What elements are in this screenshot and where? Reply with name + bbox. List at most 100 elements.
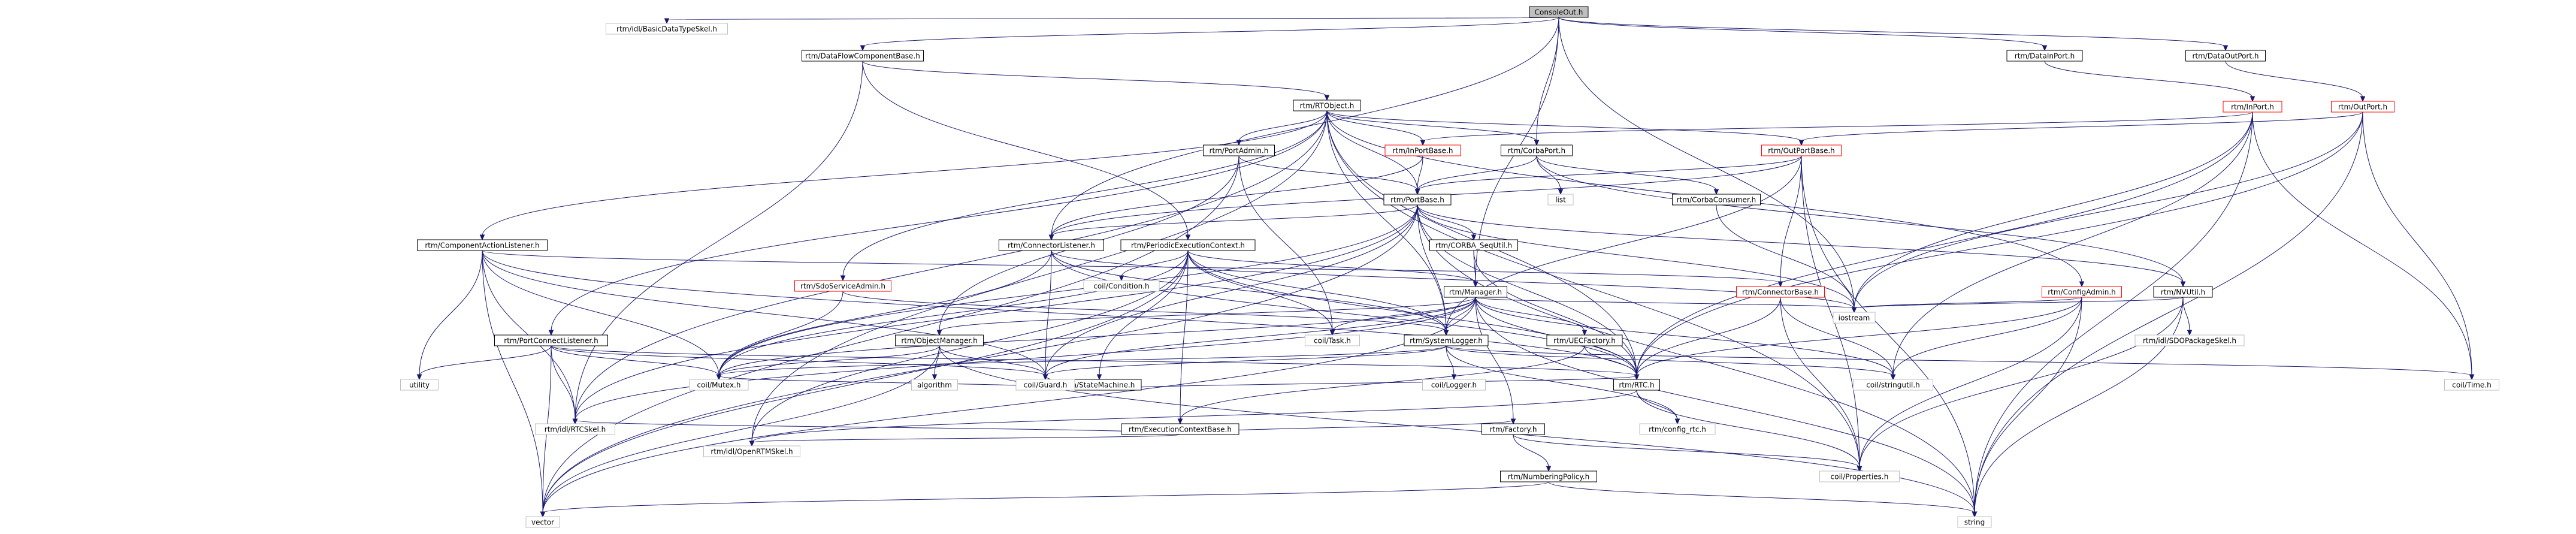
edge-rtm-uecfactory-h-to-rtm-rtc-h xyxy=(1584,345,1640,381)
node-label: coil/Task.h xyxy=(1314,337,1351,345)
edge-rtm-rtobject-h-to-rtm-idl-openrtmskel-h xyxy=(749,110,1328,447)
node-algorithm: algorithm xyxy=(911,379,958,391)
node-rtm-periodicexecutioncontext-h[interactable]: rtm/PeriodicExecutionContext.h xyxy=(1120,239,1256,251)
node-label: rtm/DataInPort.h xyxy=(2015,52,2075,61)
edge-rtm-rtobject-h-to-rtm-outportbase-h xyxy=(1326,110,1804,146)
node-rtm-config-rtc-h: rtm/config_rtc.h xyxy=(1639,423,1716,435)
node-rtm-portadmin-h[interactable]: rtm/PortAdmin.h xyxy=(1203,144,1275,156)
edge-rtm-portadmin-h-to-rtm-portbase-h xyxy=(1238,155,1420,195)
edge-rtm-manager-h-to-coil-stringutil-h xyxy=(1475,297,1896,381)
node-rtm-portbase-h[interactable]: rtm/PortBase.h xyxy=(1383,194,1452,206)
edge-rtm-rtc-h-to-rtm-idl-openrtmskel-h xyxy=(749,390,1637,447)
edge-rtm-portbase-h-to-rtm-nvutil-h xyxy=(1417,204,2186,288)
edge-rtm-portconnectlistener-h-to-coil-mutex-h xyxy=(551,345,722,381)
node-rtm-dataoutport-h[interactable]: rtm/DataOutPort.h xyxy=(2185,50,2266,62)
edge-rtm-componentactionlistener-h-to-utility xyxy=(416,250,483,381)
node-coil-task-h: coil/Task.h xyxy=(1305,334,1360,346)
edge-rtm-inport-h-to-rtm-inportbase-h xyxy=(1420,111,2253,146)
node-rtm-configadmin-h[interactable]: rtm/ConfigAdmin.h xyxy=(2042,286,2122,298)
edge-rtm-corba-sequtil-h-to-rtm-rtc-h xyxy=(1473,250,1640,381)
edge-rtm-nvutil-h-to-rtm-idl-sdopackageskel-h xyxy=(2182,297,2193,336)
node-rtm-idl-rtcskel-h: rtm/idl/RTCSkel.h xyxy=(535,423,615,435)
node-label: coil/Properties.h xyxy=(1831,473,1889,481)
node-rtm-systemlogger-h[interactable]: rtm/SystemLogger.h xyxy=(1404,334,1489,346)
edge-rtm-rtc-h-to-rtm-config-rtc-h xyxy=(1636,390,1680,425)
node-rtm-connectorbase-h[interactable]: rtm/ConnectorBase.h xyxy=(1736,286,1825,298)
node-rtm-corba-sequtil-h[interactable]: rtm/CORBA_SeqUtil.h xyxy=(1429,239,1518,251)
edge-rtm-objectmanager-h-to-string xyxy=(939,345,1978,518)
edge-layer xyxy=(416,17,2475,518)
node-rtm-outportbase-h[interactable]: rtm/OutPortBase.h xyxy=(1761,144,1842,156)
node-label: coil/Mutex.h xyxy=(697,381,740,390)
node-rtm-numberingpolicy-h[interactable]: rtm/NumberingPolicy.h xyxy=(1500,470,1597,482)
node-rtm-rtc-h[interactable]: rtm/RTC.h xyxy=(1613,379,1660,391)
edge-rtm-numberingpolicy-h-to-vector xyxy=(540,481,1549,518)
node-label: rtm/PortAdmin.h xyxy=(1210,147,1269,155)
node-rtm-corbaport-h[interactable]: rtm/CorbaPort.h xyxy=(1501,144,1573,156)
node-label: rtm/idl/RTCSkel.h xyxy=(545,426,606,434)
node-rtm-executioncontextbase-h[interactable]: rtm/ExecutionContextBase.h xyxy=(1121,423,1239,435)
node-label: rtm/OutPortBase.h xyxy=(1768,147,1835,155)
node-label: rtm/Manager.h xyxy=(1449,288,1502,297)
node-rtm-portconnectlistener-h[interactable]: rtm/PortConnectListener.h xyxy=(494,334,608,346)
edge-rtm-executioncontextbase-h-to-rtm-idl-openrtmskel-h xyxy=(749,434,1181,447)
edge-rtm-outport-h-to-rtm-rtc-h xyxy=(1634,111,2363,381)
edge-rtm-rtobject-h-to-rtm-corbaport-h xyxy=(1326,110,1540,146)
edge-rtm-outportbase-h-to-rtm-connectorbase-h xyxy=(1777,155,1802,288)
node-label: rtm/SdoServiceAdmin.h xyxy=(800,282,885,291)
edge-rtm-outport-h-to-iostream xyxy=(1851,111,2363,313)
edge-rtm-configadmin-h-to-coil-stringutil-h xyxy=(1890,297,2082,381)
node-rtm-inport-h[interactable]: rtm/InPort.h xyxy=(2223,101,2282,113)
node-label: rtm/Factory.h xyxy=(1490,426,1537,434)
node-rtm-nvutil-h[interactable]: rtm/NVUtil.h xyxy=(2153,286,2213,298)
edge-rtm-portbase-h-to-rtm-connectorlistener-h xyxy=(1048,204,1418,241)
edge-rtm-systemlogger-h-to-coil-guard-h xyxy=(1042,345,1447,381)
node-rtm-rtobject-h[interactable]: rtm/RTObject.h xyxy=(1293,99,1361,111)
node-rtm-componentactionlistener-h[interactable]: rtm/ComponentActionListener.h xyxy=(417,239,548,251)
node-rtm-statemachine-h[interactable]: rtm/StateMachine.h xyxy=(1057,379,1142,391)
node-coil-properties-h: coil/Properties.h xyxy=(1819,470,1900,482)
node-label: rtm/CorbaPort.h xyxy=(1508,147,1565,155)
node-rtm-idl-basicdatatypeskel-h: rtm/idl/BasicDataTypeSkel.h xyxy=(606,23,728,35)
edge-rtm-manager-h-to-rtm-systemlogger-h xyxy=(1443,297,1476,336)
node-rtm-dataflowcomponentbase-h[interactable]: rtm/DataFlowComponentBase.h xyxy=(802,50,924,62)
node-rtm-datainport-h[interactable]: rtm/DataInPort.h xyxy=(2006,50,2083,62)
node-coil-time-h: coil/Time.h xyxy=(2444,379,2499,391)
edge-rtm-portconnectlistener-h-to-utility xyxy=(416,345,552,381)
edge-rtm-rtobject-h-to-rtm-sdoserviceadmin-h xyxy=(840,110,1328,282)
node-label: rtm/RTObject.h xyxy=(1300,102,1354,110)
edge-rtm-manager-h-to-vector xyxy=(540,297,1476,518)
edge-rtm-outportbase-h-to-string xyxy=(1801,155,1978,518)
node-iostream: iostream xyxy=(1833,312,1876,324)
node-label: coil/stringutil.h xyxy=(1866,381,1920,390)
edge-rtm-executioncontextbase-h-to-rtm-idl-rtcskel-h xyxy=(572,418,1181,435)
node-label: rtm/ConnectorBase.h xyxy=(1742,288,1819,297)
node-label: utility xyxy=(409,381,430,390)
node-label: rtm/ConfigAdmin.h xyxy=(2048,288,2116,297)
edge-rtm-rtobject-h-to-rtm-idl-rtcskel-h xyxy=(572,110,1328,425)
node-rtm-sdoserviceadmin-h[interactable]: rtm/SdoServiceAdmin.h xyxy=(794,280,891,292)
node-label: rtm/PortConnectListener.h xyxy=(504,337,598,345)
node-rtm-outport-h[interactable]: rtm/OutPort.h xyxy=(2331,101,2394,113)
node-label: rtm/InPort.h xyxy=(2231,103,2274,111)
edge-rtm-outportbase-h-to-rtm-portbase-h xyxy=(1414,155,1802,195)
node-rtm-connectorlistener-h[interactable]: rtm/ConnectorListener.h xyxy=(999,239,1104,251)
node-rtm-manager-h[interactable]: rtm/Manager.h xyxy=(1444,286,1507,298)
node-label: rtm/idl/OpenRTMSkel.h xyxy=(710,448,793,456)
node-rtm-uecfactory-h[interactable]: rtm/UECFactory.h xyxy=(1546,334,1623,346)
edge-rtm-portbase-h-to-rtm-corba-sequtil-h xyxy=(1417,204,1477,241)
node-rtm-idl-openrtmskel-h: rtm/idl/OpenRTMSkel.h xyxy=(703,445,800,457)
node-rtm-objectmanager-h[interactable]: rtm/ObjectManager.h xyxy=(895,334,984,346)
edge-rtm-periodicexecutioncontext-h-to-rtm-manager-h xyxy=(1187,250,1479,288)
node-label: rtm/CorbaConsumer.h xyxy=(1677,196,1756,204)
node-rtm-inportbase-h[interactable]: rtm/InPortBase.h xyxy=(1384,144,1461,156)
node-label: rtm/ComponentActionListener.h xyxy=(425,242,539,250)
edge-rtm-dataflowcomponentbase-h-to-rtm-rtobject-h xyxy=(862,61,1330,101)
node-rtm-factory-h[interactable]: rtm/Factory.h xyxy=(1481,423,1545,435)
edge-rtm-componentactionlistener-h-to-vector xyxy=(482,250,546,518)
node-rtm-corbaconsumer-h[interactable]: rtm/CorbaConsumer.h xyxy=(1672,194,1761,206)
node-label: rtm/CORBA_SeqUtil.h xyxy=(1435,242,1512,250)
edge-rtm-systemlogger-h-to-coil-mutex-h xyxy=(716,345,1447,381)
edge-rtm-dataflowcomponentbase-h-to-rtm-periodicexecutioncontext-h xyxy=(862,61,1191,241)
node-label: rtm/PeriodicExecutionContext.h xyxy=(1131,242,1245,250)
